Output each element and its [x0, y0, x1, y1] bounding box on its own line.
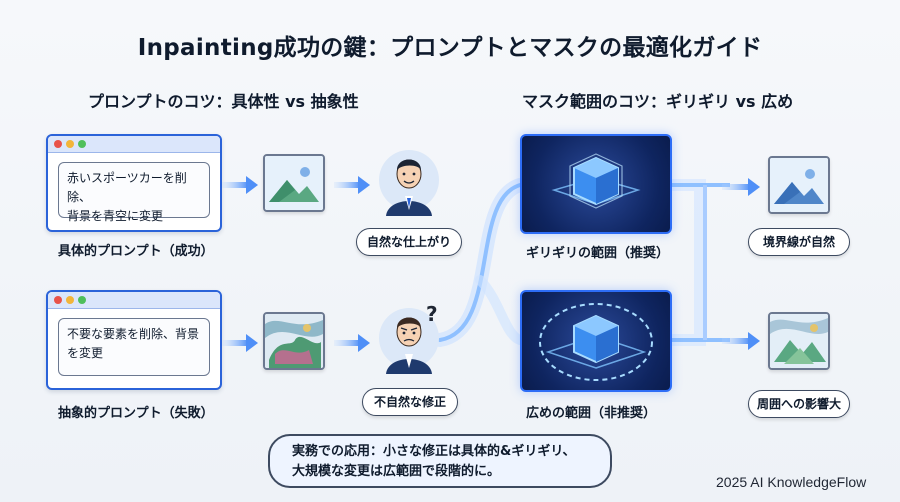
cube-icon: [551, 153, 641, 209]
close-dot-icon: [54, 140, 62, 148]
window-titlebar: [48, 292, 220, 309]
question-mark-icon: ?: [426, 302, 438, 326]
tight-result-badge: 境界線が自然: [748, 228, 850, 256]
arrow-right-icon: [722, 178, 760, 196]
tip-line: 大規模な変更は広範囲で段階的に。: [292, 464, 501, 479]
success-prompt-window: 赤いスポーツカーを削除、 背景を青空に変更: [46, 134, 222, 232]
failure-result-badge: 不自然な修正: [362, 388, 458, 416]
arrow-right-icon: [722, 332, 760, 350]
page-title: Inpainting成功の鍵：プロンプトとマスクの最適化ガイド: [137, 35, 763, 61]
left-section-title: プロンプトのコツ：具体性 vs 抽象性: [88, 92, 359, 111]
arrow-right-icon: [222, 334, 258, 352]
credit-text: 2025 AI KnowledgeFlow: [716, 474, 867, 490]
arrow-right-icon: [334, 334, 370, 352]
success-prompt-text: 赤いスポーツカーを削除、 背景を青空に変更: [58, 162, 210, 223]
cube-icon: [539, 303, 653, 381]
prompt-line: 不要な要素を削除、背景: [67, 327, 200, 341]
success-prompt-label: 具体的プロンプト（成功）: [58, 244, 214, 259]
close-dot-icon: [54, 296, 62, 304]
affected-image-icon: [768, 312, 830, 370]
tight-mask-card: [520, 134, 672, 234]
minimize-dot-icon: [66, 140, 74, 148]
failure-prompt-window: 不要な要素を削除、背景 を変更: [46, 290, 222, 390]
landscape-image-icon: [768, 156, 830, 214]
right-section-title: マスク範囲のコツ：ギリギリ vs 広め: [522, 92, 794, 111]
maximize-dot-icon: [78, 296, 86, 304]
wide-mask-card: [520, 290, 672, 392]
distorted-image-icon: [263, 312, 325, 370]
arrow-right-icon: [222, 176, 258, 194]
failure-prompt-label: 抽象的プロンプト（失敗）: [58, 406, 214, 421]
tight-mask-label: ギリギリの範囲（推奨）: [526, 246, 670, 261]
practical-tip-box: 実務での応用：小さな修正は具体的&ギリギリ、 大規模な変更は広範囲で段階的に。: [268, 434, 612, 488]
minimize-dot-icon: [66, 296, 74, 304]
confused-person-icon: [379, 308, 439, 374]
failure-prompt-text: 不要な要素を削除、背景 を変更: [58, 318, 210, 376]
landscape-image-icon: [263, 154, 325, 212]
satisfied-person-icon: [379, 150, 439, 216]
window-titlebar: [48, 136, 220, 153]
success-result-badge: 自然な仕上がり: [356, 228, 462, 256]
prompt-line: 赤いスポーツカーを削除、: [67, 171, 187, 204]
maximize-dot-icon: [78, 140, 86, 148]
tip-line: 実務での応用：小さな修正は具体的&ギリギリ、: [292, 444, 576, 459]
wide-mask-label: 広めの範囲（非推奨）: [526, 406, 657, 421]
arrow-right-icon: [334, 176, 370, 194]
prompt-line: を変更: [67, 346, 104, 360]
wide-result-badge: 周囲への影響大: [748, 390, 850, 418]
prompt-line: 背景を青空に変更: [67, 209, 164, 223]
